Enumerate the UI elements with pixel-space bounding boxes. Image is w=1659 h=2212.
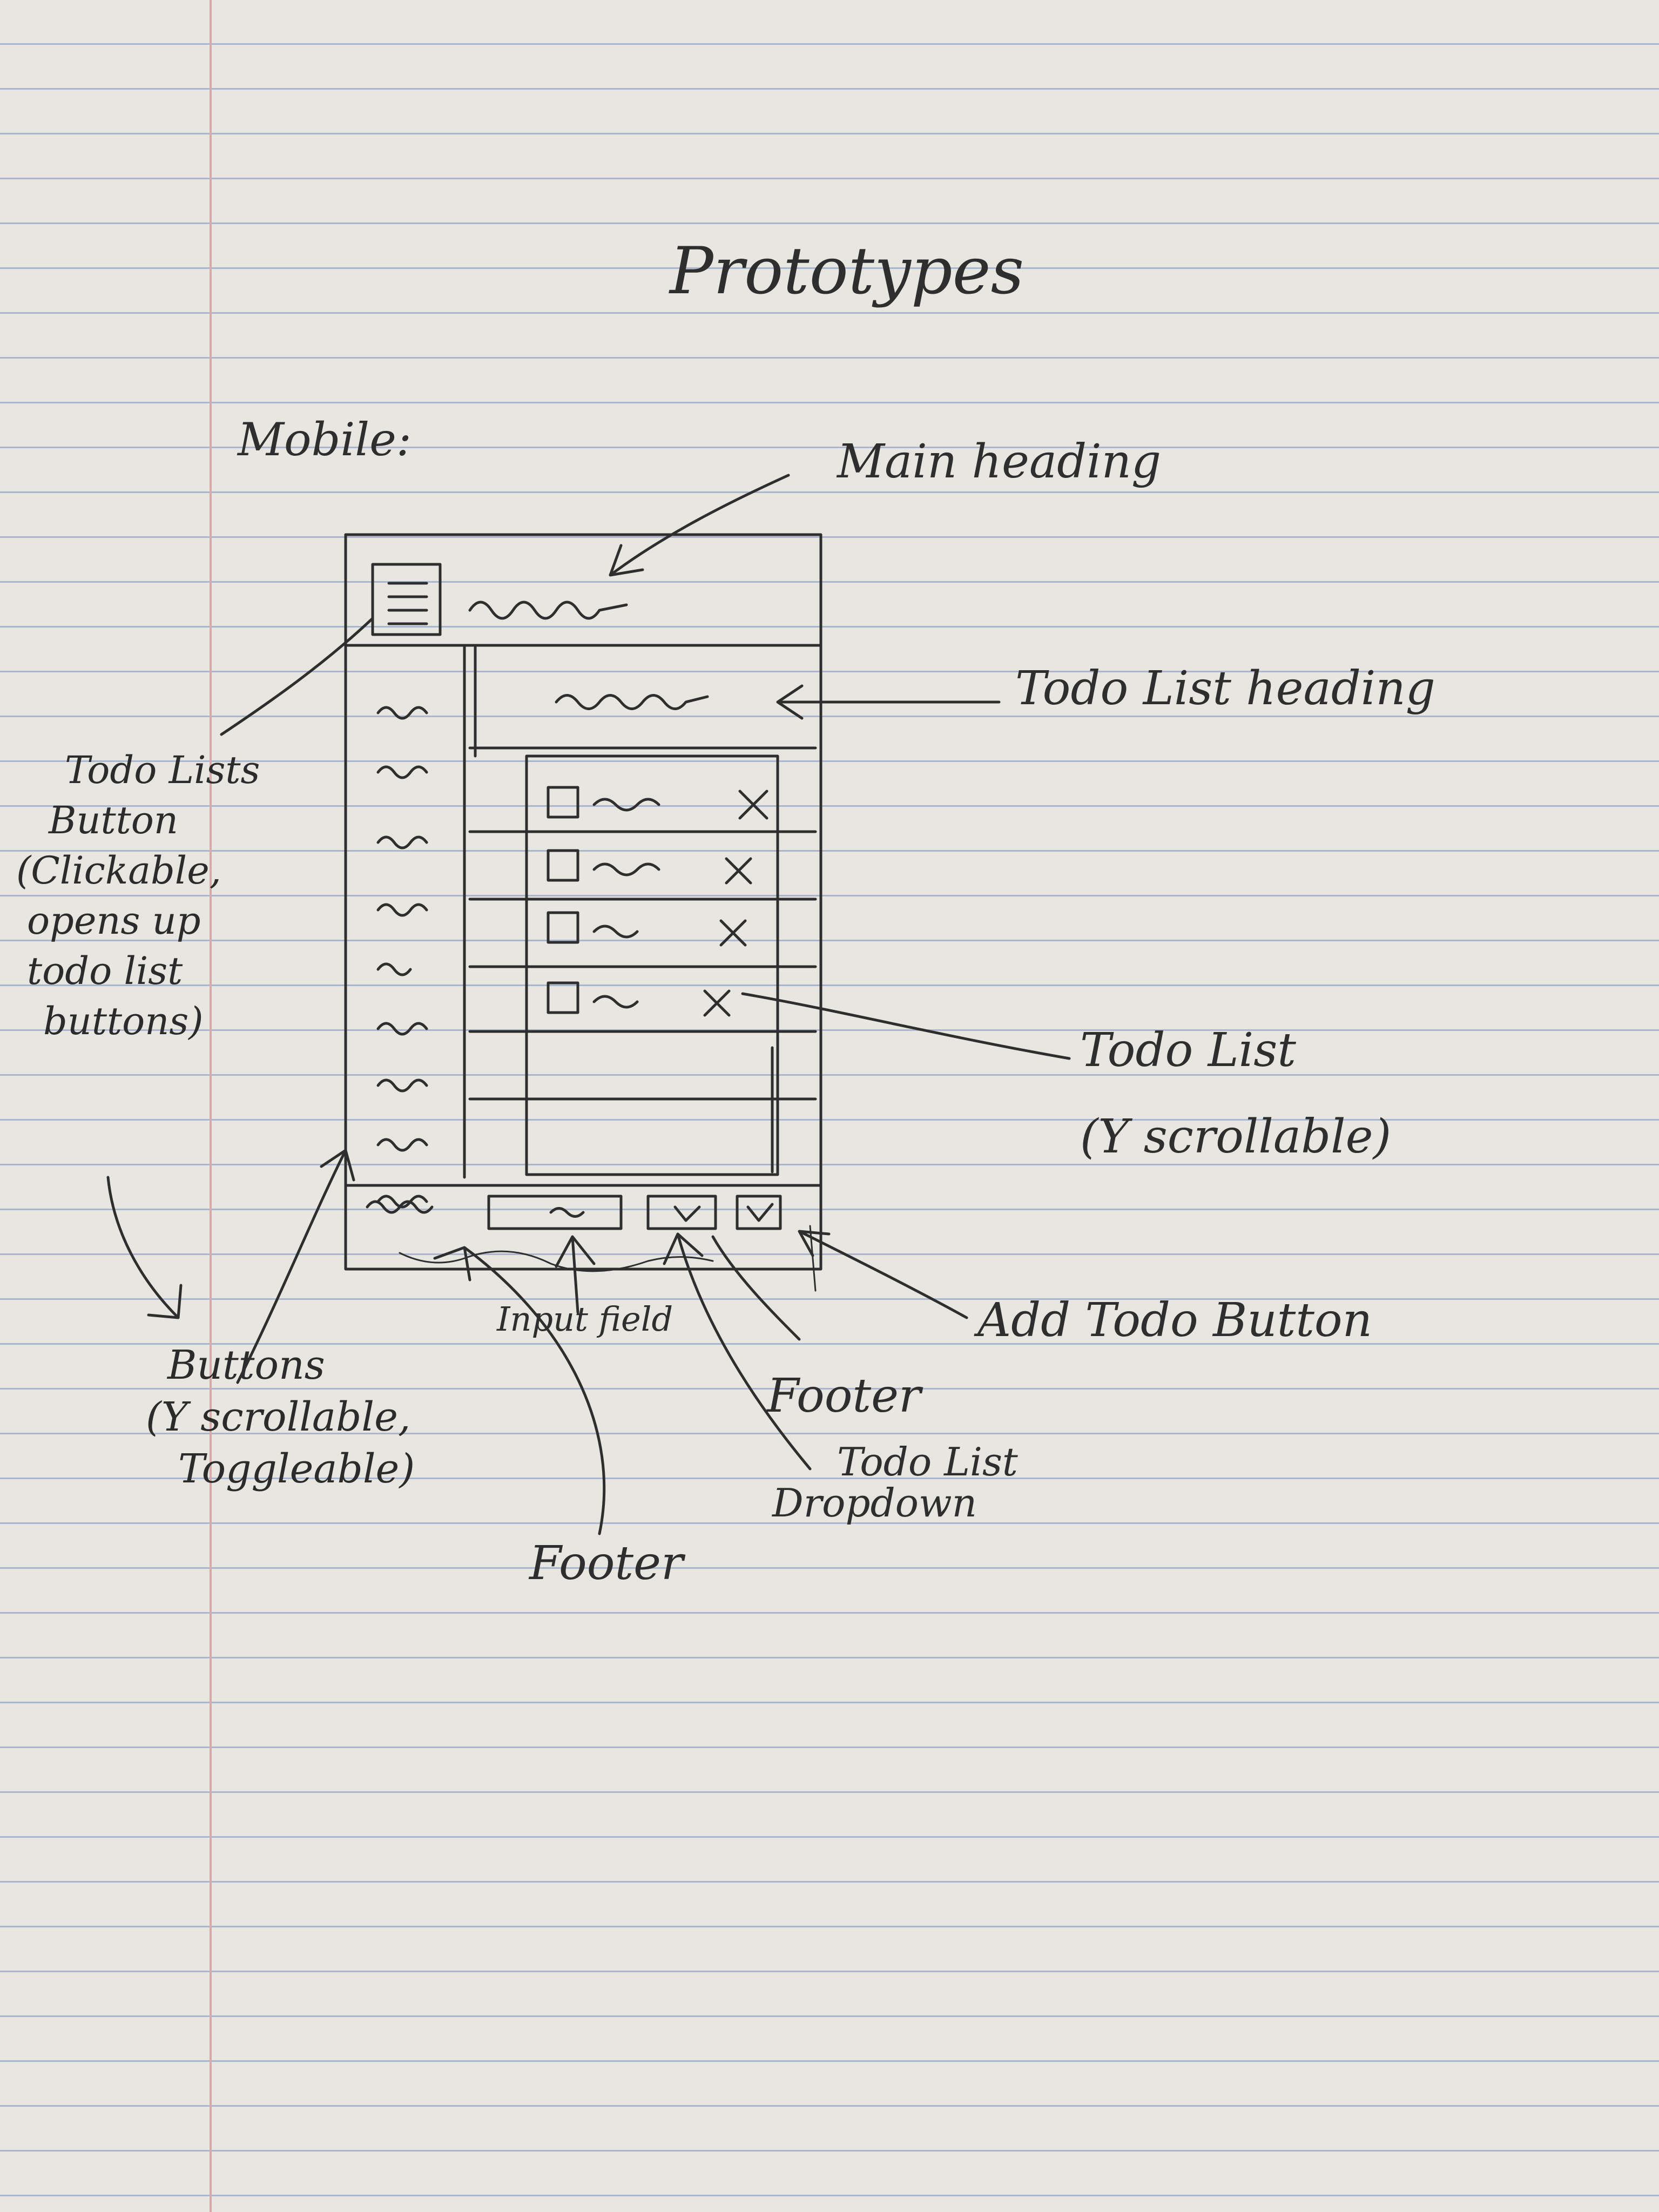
page-title: Prototypes bbox=[670, 234, 1024, 309]
arrow-main-heading bbox=[609, 474, 790, 577]
checkbox-icon bbox=[547, 981, 579, 1014]
todo-item-4[interactable] bbox=[547, 981, 731, 1017]
arrow-dropdown bbox=[663, 1232, 812, 1471]
todo-list-dropdown[interactable] bbox=[646, 1195, 717, 1230]
main-heading-squiggle bbox=[468, 601, 628, 620]
checkbox-icon bbox=[547, 786, 579, 819]
todo-list-dropdown-annotation-line1: Todo List bbox=[837, 1439, 1018, 1485]
todo-list-scroll-annotation: (Y scrollable) bbox=[1080, 1110, 1392, 1164]
footer-annotation-left: Footer bbox=[529, 1536, 684, 1590]
delete-x-icon bbox=[725, 857, 752, 885]
menu-icon[interactable] bbox=[371, 563, 442, 636]
note-line: Button bbox=[49, 798, 179, 843]
input-field[interactable] bbox=[487, 1195, 623, 1230]
arrow-footer-left bbox=[433, 1246, 606, 1535]
todo-list-heading-annotation: Todo List heading bbox=[1015, 662, 1435, 716]
add-todo-button[interactable] bbox=[736, 1195, 782, 1230]
note-line: (Clickable, bbox=[16, 848, 221, 893]
todo-list-dropdown-annotation: Todo List Dropdown bbox=[772, 1439, 1018, 1526]
todo-list-dropdown-annotation-line2: Dropdown bbox=[772, 1480, 977, 1526]
todo-item-1[interactable] bbox=[547, 786, 768, 820]
todo-item-3[interactable] bbox=[547, 911, 747, 947]
arrow-buttons bbox=[236, 1149, 355, 1384]
sidebar-buttons[interactable] bbox=[376, 706, 428, 1209]
arrow-todo-lists-button bbox=[220, 617, 374, 736]
arrow-todo-heading bbox=[776, 684, 1001, 720]
input-field-annotation: Input field bbox=[497, 1299, 673, 1339]
footer-annotation-right: Footer bbox=[767, 1369, 921, 1423]
main-heading-annotation: Main heading bbox=[837, 435, 1162, 489]
note-line: Toggleable) bbox=[178, 1446, 415, 1493]
checkbox-icon bbox=[547, 911, 579, 944]
add-checkmark-icon bbox=[746, 1203, 774, 1222]
delete-x-icon bbox=[738, 790, 768, 820]
phone-frame bbox=[344, 533, 822, 1271]
delete-x-icon bbox=[719, 919, 747, 947]
arrow-add-todo bbox=[798, 1230, 968, 1319]
arrow-input bbox=[555, 1235, 596, 1314]
delete-x-icon bbox=[703, 989, 731, 1017]
todo-item-2[interactable] bbox=[547, 849, 752, 885]
note-line: (Y scrollable, bbox=[146, 1394, 411, 1441]
arrow-footer-right bbox=[711, 1235, 801, 1341]
todo-list-heading-squiggle bbox=[555, 694, 709, 710]
buttons-note: Buttons (Y scrollable, Toggleable) bbox=[146, 1339, 415, 1495]
note-line: buttons) bbox=[43, 999, 204, 1044]
note-line: opens up bbox=[27, 899, 201, 943]
footer bbox=[366, 1195, 782, 1230]
dropdown-chevron-icon bbox=[673, 1205, 701, 1222]
note-line: Todo Lists bbox=[65, 748, 260, 792]
arrow-note-down bbox=[106, 1176, 183, 1319]
note-line: todo list bbox=[27, 949, 183, 994]
checkbox-icon bbox=[547, 849, 579, 882]
add-todo-button-annotation: Add Todo Button bbox=[977, 1293, 1373, 1347]
mobile-label: Mobile: bbox=[238, 413, 412, 466]
todo-lists-button-note: Todo Lists Button (Clickable, opens up t… bbox=[16, 745, 260, 1047]
todo-list-annotation: Todo List bbox=[1080, 1023, 1296, 1077]
arrow-todo-list bbox=[741, 992, 1071, 1060]
